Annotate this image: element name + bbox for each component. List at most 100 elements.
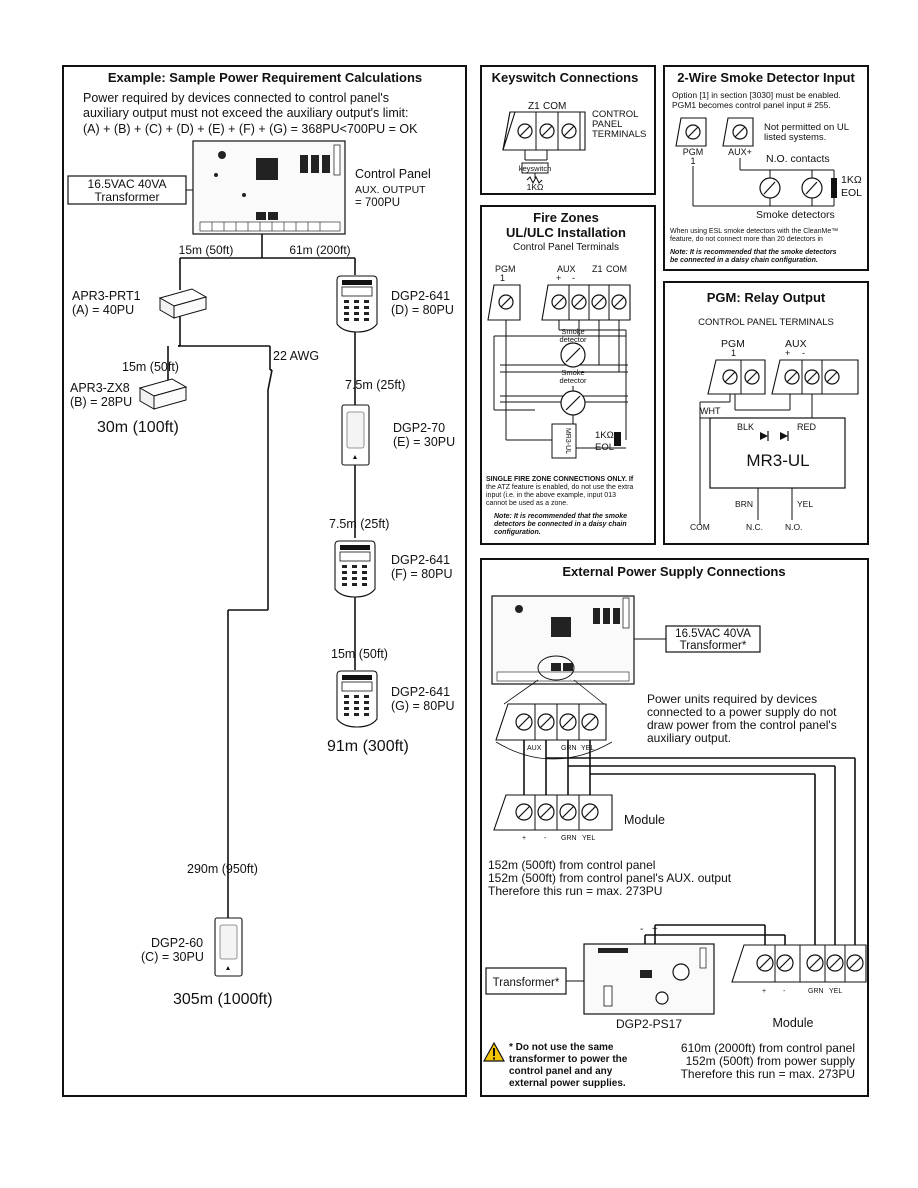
smoke-esl-1: When using ESL smoke detectors with the …	[670, 228, 838, 235]
smoke-title: 2-Wire Smoke Detector Input	[677, 70, 855, 85]
fire-aux-terminal-block	[541, 284, 631, 321]
ext-warning-1: * Do not use the same	[509, 1042, 614, 1053]
apr3-prt1-value: (A) = 40PU	[72, 303, 134, 317]
fire-mr3-label: MR3-UL	[564, 428, 571, 454]
keypad-d	[336, 275, 378, 333]
run-290-label: 290m (950ft)	[187, 862, 258, 876]
dgp2-70-detector	[341, 404, 370, 466]
smoke-detectors-label: Smoke detectors	[756, 209, 835, 221]
dgp2-641-d-label: DGP2-641	[391, 289, 450, 303]
ext-transformer-1: 16.5VAC 40VA	[675, 628, 751, 640]
ext-bus-wiring	[523, 740, 856, 945]
fire-minus: -	[572, 273, 575, 283]
smoke-panel-frame	[663, 65, 869, 271]
pgm-minus: -	[802, 348, 805, 358]
fire-subtitle: Control Panel Terminals	[513, 242, 619, 253]
fire-note-1: Note: It is recommended that the smoke	[494, 513, 627, 520]
ext-module2-label: Module	[773, 1016, 814, 1030]
ext-warning-2: transformer to power the	[509, 1054, 628, 1065]
smoke-detector-1	[759, 177, 781, 199]
ks-label-2: PANEL	[592, 119, 622, 130]
right-run-label: 61m (200ft)	[289, 243, 350, 257]
pgm-pgm-label: PGM	[721, 338, 745, 350]
dgp2-70-value: (E) = 30PU	[393, 435, 455, 449]
ext-m2-minus: -	[783, 988, 786, 995]
ext-zoom-terminal-block	[495, 679, 613, 760]
fire-smoke-2-label-1: Smoke	[561, 368, 584, 377]
smoke-eol-resistor	[831, 178, 837, 198]
dgp2-60-detector	[214, 917, 243, 977]
smoke-no-contacts: N.O. contacts	[766, 153, 830, 165]
aux-output-label: AUX. OUTPUT	[355, 184, 426, 196]
fire-single-4: cannot be used as a zone.	[486, 500, 568, 507]
fire-aux-label: AUX	[557, 264, 576, 274]
pgm-red: RED	[797, 422, 817, 432]
fire-smoke-1-label-2: detector	[559, 335, 587, 344]
example-intro-2: auxiliary output must not exceed the aux…	[83, 106, 408, 120]
pgm-title: PGM: Relay Output	[707, 290, 826, 305]
smoke-not-permitted-2: listed systems.	[764, 132, 826, 143]
apr3-prt1-module	[158, 288, 208, 319]
ext-dist1-1: 152m (500ft) from control panel	[488, 858, 655, 872]
dgp2-70-label: DGP2-70	[393, 421, 445, 435]
transformer-label-1: 16.5VAC 40VA	[88, 177, 167, 191]
ext-title: External Power Supply Connections	[562, 564, 785, 579]
left-run-label: 15m (50ft)	[179, 243, 234, 257]
example-formula: (A) + (B) + (C) + (D) + (E) + (F) + (G) …	[83, 122, 418, 136]
ext-m-yel: YEL	[582, 835, 595, 842]
example-wiring	[167, 234, 356, 918]
ext-dist2-3: Therefore this run = max. 273PU	[681, 1067, 855, 1081]
pgm-no: N.O.	[785, 522, 802, 532]
dgp2-641-d-value: (D) = 80PU	[391, 303, 454, 317]
dist-91-label: 91m (300ft)	[327, 738, 409, 755]
ext-ps17-board	[583, 943, 715, 1015]
smoke-pgm-num: 1	[690, 156, 695, 166]
pgm-terminal-block-1	[707, 359, 766, 395]
ext-transformer-2: Transformer*	[680, 640, 747, 652]
fire-smoke-1-label-1: Smoke	[561, 327, 584, 336]
ext-power-note-1: Power units required by devices	[647, 692, 817, 706]
keyswitch-terminal-block	[502, 111, 586, 151]
ext-transformer2-label: Transformer*	[493, 977, 560, 989]
keypad-g	[336, 670, 378, 728]
smoke-option-1: Option [1] in section [3030] must be ena…	[672, 90, 841, 100]
ext-warning-3: control panel and any	[509, 1066, 613, 1077]
fire-eol-resistor	[614, 432, 621, 446]
dgp2-641-g-label: DGP2-641	[391, 685, 450, 699]
apr3-zx8-value: (B) = 28PU	[70, 395, 132, 409]
ext-dist1-3: Therefore this run = max. 273PU	[488, 884, 662, 898]
pgm-yel: YEL	[797, 499, 813, 509]
fire-smoke-detector-2	[560, 390, 586, 416]
smoke-note-2: be connected in a daisy chain configurat…	[670, 257, 818, 264]
ext-m-minus: -	[544, 835, 547, 842]
transformer-label-2: Transformer	[95, 190, 160, 204]
apr3-zx8-label: APR3-ZX8	[70, 381, 130, 395]
smoke-esl-2: feature, do not connect more than 20 det…	[670, 236, 823, 243]
ext-ps-minus: -	[640, 924, 643, 935]
ext-t-yel: YEL	[581, 745, 594, 752]
fire-smoke-2-label-2: detector	[559, 376, 587, 385]
ext-power-note-2: connected to a power supply do not	[647, 705, 837, 719]
pgm-wht: WHT	[700, 406, 721, 416]
pgm-plus: +	[785, 348, 790, 358]
keyswitch-panel-frame	[480, 65, 656, 195]
ext-t-aux: AUX	[527, 745, 542, 752]
pgm-blk: BLK	[737, 422, 754, 432]
keypad-f	[334, 540, 376, 598]
ext-m-grn: GRN	[561, 835, 577, 842]
example-intro-1: Power required by devices connected to c…	[83, 91, 389, 105]
pgm-mr3-label: MR3-UL	[746, 451, 809, 470]
ext-module-2	[731, 944, 867, 983]
ks-label-1: CONTROL	[592, 109, 638, 120]
run-75b-label: 7.5m (25ft)	[329, 517, 389, 531]
fire-single-3: input (i.e. in the above example, input …	[486, 492, 616, 499]
dist-305-label: 305m (1000ft)	[173, 991, 273, 1008]
ext-m2-plus: +	[762, 988, 766, 995]
ext-m2-grn: GRN	[808, 988, 824, 995]
fire-single-1: SINGLE FIRE ZONE CONNECTIONS ONLY. If	[486, 476, 634, 483]
fire-z1-label: Z1	[592, 264, 603, 274]
ext-transformer-box	[665, 625, 761, 653]
fire-pgm-label: PGM	[495, 264, 516, 274]
fire-mr3-relay: MR3-UL	[551, 423, 577, 459]
fire-smoke-detector-1	[560, 342, 586, 368]
